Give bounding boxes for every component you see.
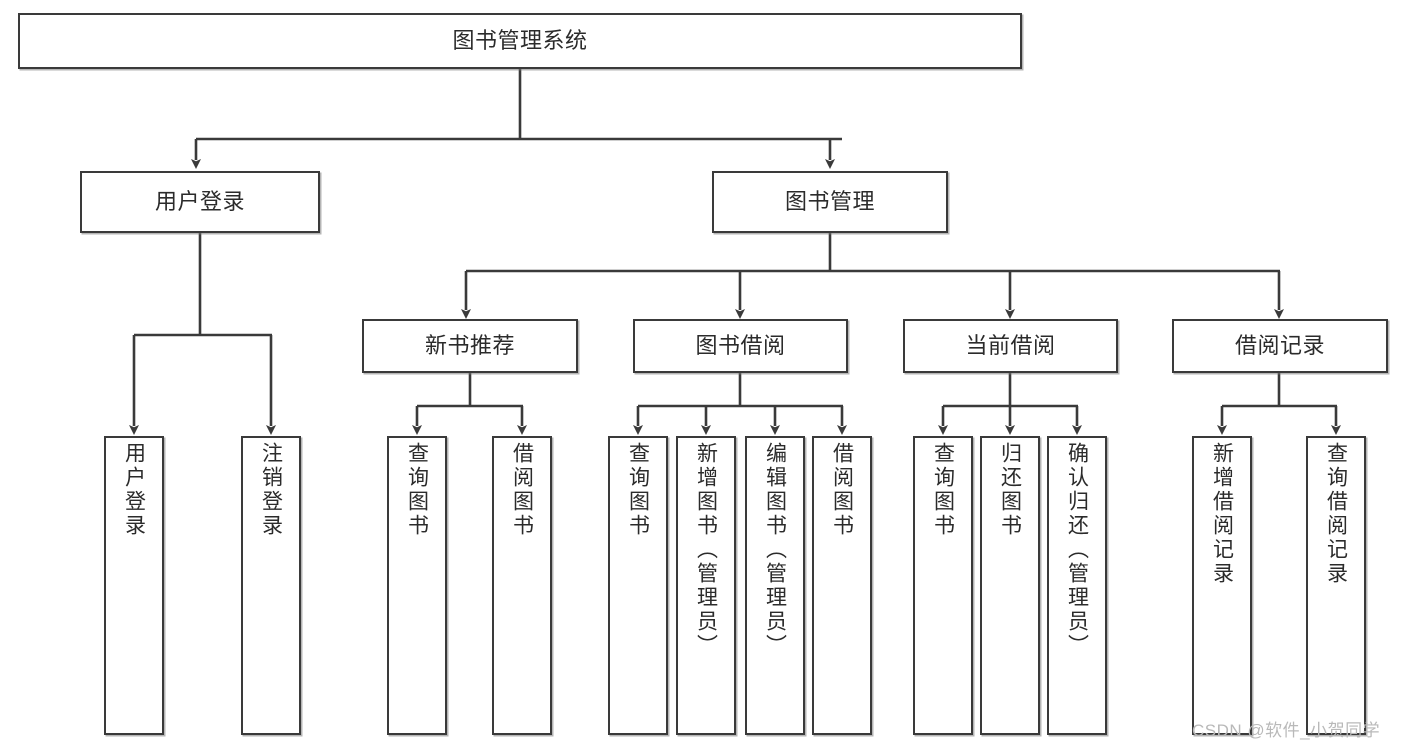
- node-leaf-logout-login-label: 注销登录: [259, 442, 283, 538]
- node-leaf-logout-login[interactable]: 注销登录: [241, 436, 301, 735]
- node-leaf-return-book-label: 归还图书: [998, 442, 1022, 538]
- node-borrow-record[interactable]: 借阅记录: [1172, 319, 1388, 373]
- node-leaf-borrow-book-1-label: 借阅图书: [510, 442, 534, 538]
- watermark: CSDN @软件_小贺同学: [1192, 721, 1381, 740]
- node-book-borrow-label: 图书借阅: [695, 333, 786, 359]
- node-leaf-confirm-return[interactable]: 确认归还（管理员）: [1047, 436, 1107, 735]
- node-current-borrow[interactable]: 当前借阅: [903, 319, 1118, 373]
- node-book-borrow[interactable]: 图书借阅: [633, 319, 848, 373]
- node-leaf-add-book-label: 新增图书（管理员）: [694, 442, 718, 658]
- node-leaf-add-book[interactable]: 新增图书（管理员）: [676, 436, 736, 735]
- node-borrow-record-label: 借阅记录: [1234, 333, 1325, 359]
- node-leaf-borrow-book-2[interactable]: 借阅图书: [812, 436, 872, 735]
- node-leaf-user-login-label: 用户登录: [122, 442, 146, 538]
- node-leaf-borrow-book-2-label: 借阅图书: [830, 442, 854, 538]
- node-leaf-query-record-label: 查询借阅记录: [1324, 442, 1348, 586]
- node-leaf-query-book-1-label: 查询图书: [405, 442, 429, 538]
- node-leaf-query-record[interactable]: 查询借阅记录: [1306, 436, 1366, 735]
- node-leaf-user-login[interactable]: 用户登录: [104, 436, 164, 735]
- node-leaf-query-book-3[interactable]: 查询图书: [913, 436, 973, 735]
- node-leaf-edit-book[interactable]: 编辑图书（管理员）: [745, 436, 805, 735]
- node-new-book-recommend-label: 新书推荐: [424, 333, 515, 359]
- node-root[interactable]: 图书管理系统: [18, 13, 1022, 69]
- node-user-login-label: 用户登录: [154, 189, 245, 215]
- node-root-label: 图书管理系统: [452, 28, 588, 54]
- node-user-login[interactable]: 用户登录: [80, 171, 320, 233]
- node-leaf-query-book-2-label: 查询图书: [626, 442, 650, 538]
- node-book-management[interactable]: 图书管理: [712, 171, 948, 233]
- node-leaf-add-record-label: 新增借阅记录: [1210, 442, 1234, 586]
- node-leaf-query-book-2[interactable]: 查询图书: [608, 436, 668, 735]
- node-current-borrow-label: 当前借阅: [965, 333, 1056, 359]
- node-leaf-query-book-3-label: 查询图书: [931, 442, 955, 538]
- node-new-book-recommend[interactable]: 新书推荐: [362, 319, 578, 373]
- node-leaf-add-record[interactable]: 新增借阅记录: [1192, 436, 1252, 735]
- node-leaf-borrow-book-1[interactable]: 借阅图书: [492, 436, 552, 735]
- node-leaf-confirm-return-label: 确认归还（管理员）: [1065, 442, 1089, 658]
- node-book-management-label: 图书管理: [784, 189, 875, 215]
- node-leaf-query-book-1[interactable]: 查询图书: [387, 436, 447, 735]
- node-leaf-return-book[interactable]: 归还图书: [980, 436, 1040, 735]
- node-leaf-edit-book-label: 编辑图书（管理员）: [763, 442, 787, 658]
